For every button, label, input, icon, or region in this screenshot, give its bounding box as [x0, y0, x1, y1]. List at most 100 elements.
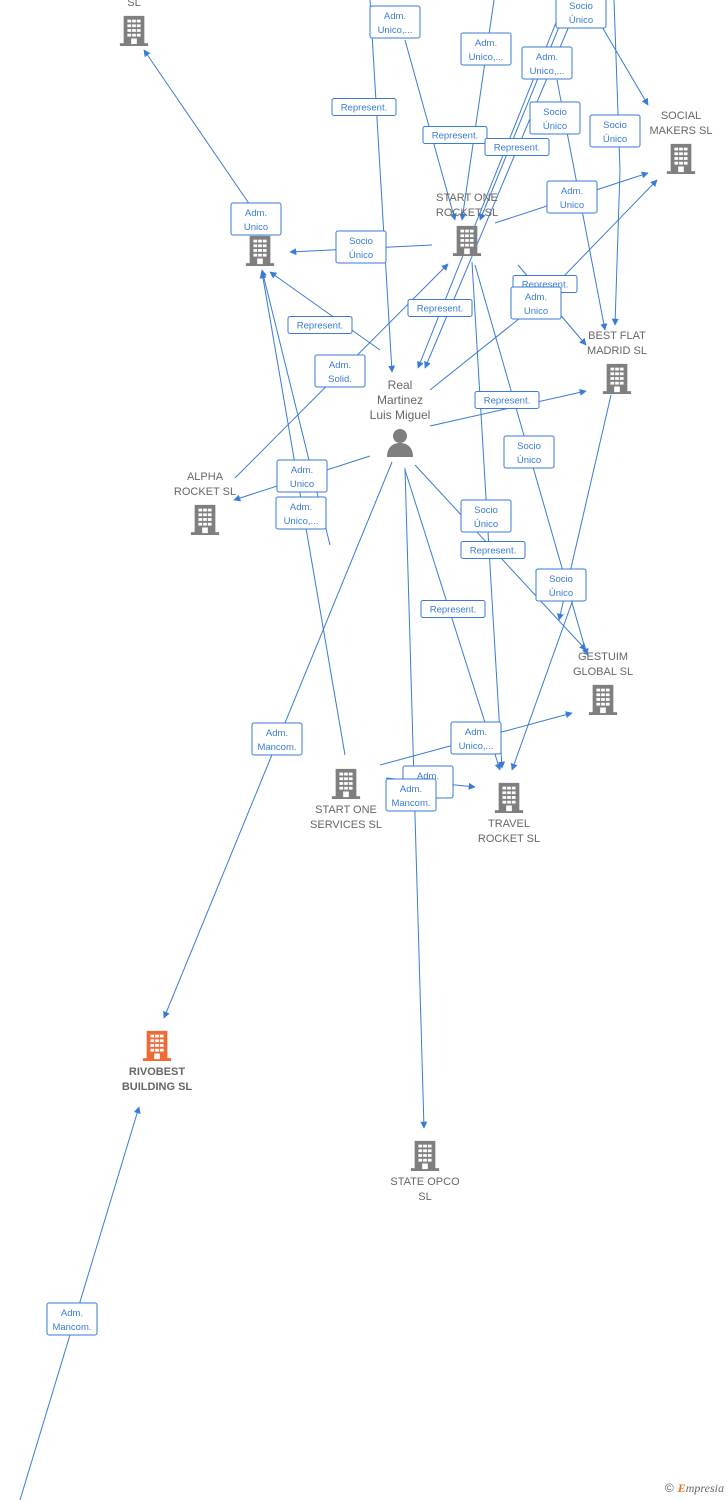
node-label: ROCKET SL — [174, 486, 236, 498]
node-alpha[interactable]: ALPHA ROCKET SL — [174, 471, 236, 535]
node-label: TRAVEL — [488, 818, 530, 830]
edge-label-box — [460, 32, 512, 66]
edge-label-text: Represent. — [297, 321, 343, 332]
node-label: ALPHA — [187, 471, 224, 483]
node-label: GLOBAL SL — [573, 666, 633, 678]
edge-label-text: Unico,... — [469, 52, 504, 63]
edge-label-text: Mancom. — [52, 1322, 91, 1333]
edge-label[interactable]: Adm. Mancom. — [46, 1302, 98, 1336]
edge-line — [429, 309, 531, 391]
edge-label-box — [589, 114, 641, 148]
edge-label-text: Socio — [603, 120, 627, 131]
edge-label-box — [287, 316, 353, 334]
edge-label-text: Único — [349, 250, 373, 261]
node-label: MADRID SL — [587, 345, 647, 357]
edge-label-text: Unico,... — [459, 741, 494, 752]
edge-label-text: Represent. — [470, 546, 516, 557]
edge-label-box — [251, 722, 303, 756]
edge-label[interactable]: Adm. Unico — [546, 180, 598, 214]
edge-label-text: Unico — [524, 306, 548, 317]
edge-label-text: Unico — [244, 222, 268, 233]
edge-label[interactable]: Represent. — [422, 126, 488, 144]
edge-label-box — [555, 0, 607, 29]
edge-label[interactable]: Adm.Unico — [510, 286, 562, 320]
edge-label-text: Socio — [543, 107, 567, 118]
edge-label[interactable]: Adm.Unico,... — [369, 5, 421, 39]
edge-label[interactable]: Represent. — [331, 98, 397, 116]
edge-label[interactable]: Adm.Unico,... — [450, 721, 502, 755]
edge-label-box — [369, 5, 421, 39]
edge-label-text: Adm. — [417, 771, 439, 782]
edge-label-text: Represent. — [484, 396, 530, 407]
edge-label[interactable]: Adm.Unico — [230, 202, 282, 236]
edge-line — [510, 579, 581, 771]
edge-label-box — [314, 354, 366, 388]
edge-label-text: Mancom. — [257, 742, 296, 753]
building-icon — [331, 768, 361, 799]
building-icon — [142, 1030, 172, 1061]
edge-label-box — [535, 568, 587, 602]
node-top[interactable]: SL — [119, 0, 149, 46]
edge-label[interactable]: Adm.Mancom. — [251, 722, 303, 756]
edge-label-box — [335, 230, 387, 264]
edge-label-text: Adm. — [400, 784, 422, 795]
edge-label[interactable]: Represent. — [460, 541, 526, 559]
edge-label-box — [422, 126, 488, 144]
edge-label-text: Único — [474, 519, 498, 530]
edge-label-text: Único — [569, 15, 593, 26]
building-icon — [410, 1140, 440, 1171]
edge-label[interactable]: Adm.Unico,... — [521, 46, 573, 80]
edge-label-text: Represent. — [430, 605, 476, 616]
edge-line — [611, 0, 621, 326]
building-icon — [452, 225, 482, 256]
node-label: Martinez — [377, 393, 423, 407]
edge-label[interactable]: Adm.Solid. — [314, 354, 366, 388]
edge-label[interactable]: Represent. — [484, 138, 550, 156]
edge-label-box — [331, 98, 397, 116]
edge-label-text: Adm. — [561, 186, 583, 197]
edge-label[interactable]: Represent. — [474, 391, 540, 409]
edge-lines — [19, 0, 658, 1500]
edge-label[interactable]: Represent. — [420, 600, 486, 618]
edge-label-text: Represent. — [432, 131, 478, 142]
edge-label-text: Adm. — [61, 1308, 83, 1319]
edge-label-box — [460, 499, 512, 533]
edge-label-text: Socio — [474, 505, 498, 516]
node-label: SL — [418, 1191, 431, 1203]
edge-label-text: Unico — [560, 200, 584, 211]
edge-label-text: Unico — [290, 479, 314, 490]
edge-label-text: Unico,... — [284, 516, 319, 527]
node-gestuim[interactable]: GESTUIM GLOBAL SL — [573, 651, 633, 715]
edge-label-text: Adm. — [536, 52, 558, 63]
edge-label-box — [450, 721, 502, 755]
edge-label[interactable]: Adm.Unico — [276, 459, 328, 493]
edge-label[interactable]: Adm.Unico,... — [460, 32, 512, 66]
node-label: Real — [388, 378, 413, 392]
node-label: GESTUIM — [578, 651, 628, 663]
building-icon — [190, 504, 220, 535]
edge-label-text: Socio — [569, 1, 593, 12]
node-label: BUILDING SL — [122, 1081, 193, 1093]
edge-label[interactable]: Adm.Mancom. — [385, 778, 437, 812]
edge-label[interactable]: Represent. — [407, 299, 473, 317]
edge-label-box — [474, 391, 540, 409]
edge-label[interactable]: Represent. — [287, 316, 353, 334]
edge-line — [369, 0, 396, 373]
edge-line — [597, 19, 649, 106]
edge-label[interactable]: Adm.Unico,... — [275, 496, 327, 530]
